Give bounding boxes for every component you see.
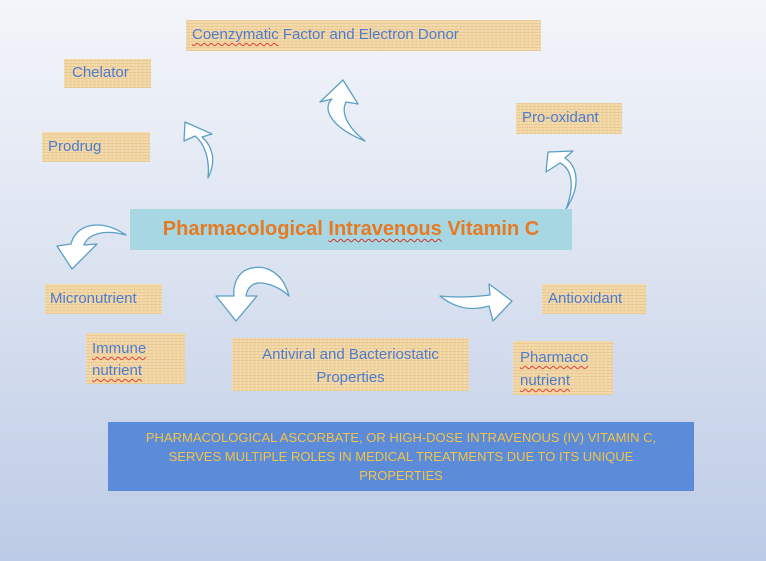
curved-arrow-icon-right [439, 283, 513, 322]
coenzymatic-rest: Factor and Electron Donor [278, 26, 459, 43]
chelator-node: Chelator [64, 59, 151, 88]
antiviral-line2: Properties [316, 369, 385, 386]
title-prefix: Pharmacological [162, 218, 329, 240]
antioxidant-node: Antioxidant [542, 284, 646, 314]
curved-arrow-icon-up-right [545, 150, 577, 210]
immune-nutrient-node: Immune nutrient [86, 333, 185, 384]
chelator-label: Chelator [72, 64, 129, 81]
banner-line3: PROPERTIES [359, 468, 443, 483]
micronutrient-node: Micronutrient [45, 284, 162, 314]
immune-line2: nutrient [92, 362, 143, 379]
prooxidant-label: Pro-oxidant [522, 109, 599, 126]
summary-banner: PHARMACOLOGICAL ASCORBATE, OR HIGH-DOSE … [108, 422, 694, 491]
micronutrient-label: Micronutrient [50, 290, 137, 307]
banner-line1: PHARMACOLOGICAL ASCORBATE, OR HIGH-DOSE … [145, 430, 657, 445]
pharmaco-line2: nutrient [520, 372, 571, 389]
prodrug-label: Prodrug [48, 138, 102, 155]
curved-arrow-icon-up-center [319, 79, 366, 142]
antiviral-line1: Antiviral and Bacteriostatic [262, 346, 439, 363]
prodrug-node: Prodrug [42, 132, 150, 162]
pharmaco-line1: Pharmaco [520, 349, 589, 366]
banner-line2: SERVES MULTIPLE ROLES IN MEDICAL TREATME… [168, 449, 634, 464]
immune-line1: Immune [92, 340, 147, 357]
antioxidant-label: Antioxidant [548, 290, 623, 307]
pharmaco-nutrient-node: Pharmaco nutrient [513, 341, 613, 395]
antiviral-node: Antiviral and Bacteriostatic Properties [232, 338, 469, 391]
coenzymatic-word: Coenzymatic [192, 26, 279, 43]
prooxidant-node: Pro-oxidant [516, 103, 622, 134]
coenzymatic-node: Coenzymatic Factor and Electron Donor [186, 20, 541, 51]
title-emph: Intravenous [328, 218, 442, 240]
title-suffix: Vitamin C [441, 218, 540, 240]
central-title: Pharmacological Intravenous Vitamin C [130, 209, 572, 250]
curved-arrow-icon-down-center [215, 266, 290, 322]
curved-arrow-icon-down-left [56, 224, 127, 270]
curved-arrow-icon-up-left [183, 121, 214, 179]
